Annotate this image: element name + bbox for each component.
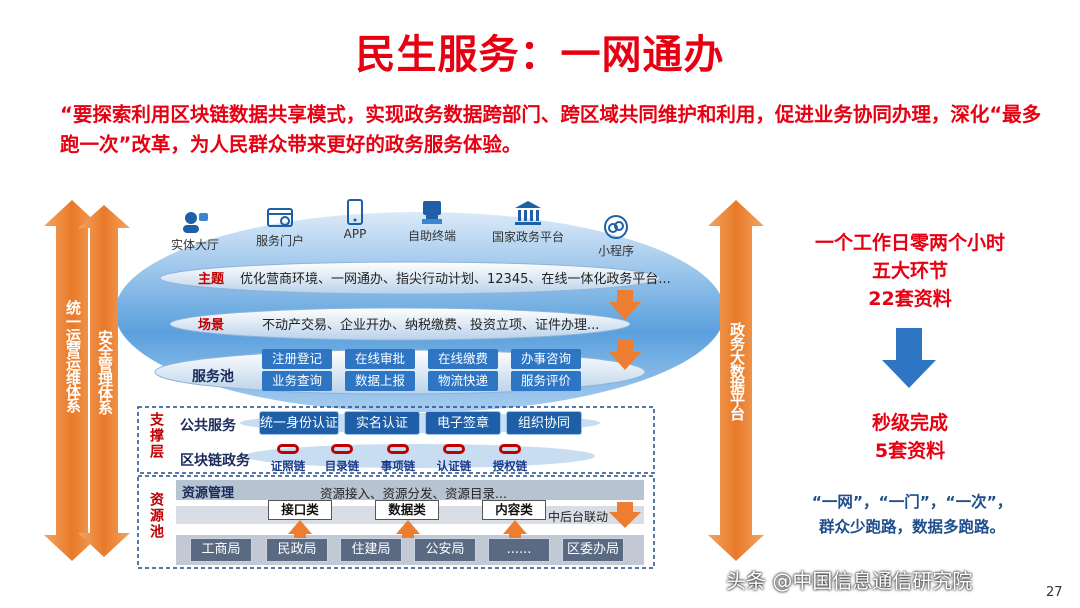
chain-item: 授权链: [488, 444, 532, 474]
slogan-line-2: 群众少跑路，数据多跑路。: [818, 518, 1005, 536]
public-service-item[interactable]: 电子签章: [425, 411, 501, 435]
scene-layer: [169, 307, 631, 341]
channel-mini-program: 小程序: [590, 214, 642, 259]
resource-type[interactable]: 接口类: [268, 500, 332, 520]
resource-type[interactable]: 数据类: [375, 500, 439, 520]
ops-arrow: [44, 200, 100, 561]
channel-kiosk: 自助终端: [402, 199, 462, 244]
security-system-label: 安全管理体系: [96, 330, 114, 414]
dept-box[interactable]: 住建局: [340, 538, 402, 562]
up-arrow-icon: [288, 520, 312, 538]
channel-portal: 服务门户: [247, 206, 313, 249]
slogan-line-1: “一网”，“一门”，“一次”，: [811, 493, 1013, 511]
theme-layer: [159, 261, 661, 295]
support-layer-label: 支撑层: [148, 412, 164, 460]
chain-link-icon: [443, 444, 465, 454]
blockchain-label: 区块链政务: [180, 453, 250, 469]
ops-system-label: 统一运营运维体系: [64, 300, 82, 412]
service-item[interactable]: 物流快递: [428, 371, 498, 391]
watermark: 头条 @中国信息通信研究院: [726, 569, 973, 593]
kiosk-icon: [422, 201, 442, 224]
public-service-item[interactable]: 统一身份认证: [259, 411, 339, 435]
dept-box[interactable]: 区委办局: [562, 538, 624, 562]
mini-program-icon: [604, 215, 628, 239]
up-arrow-icon: [503, 520, 527, 538]
dept-box[interactable]: 工商局: [190, 538, 252, 562]
bigdata-platform-label: 政务大数据平台: [728, 322, 746, 420]
after-docs: 5套资料: [874, 440, 946, 462]
before-time: 一个工作日零两个小时: [814, 232, 1005, 254]
chain-link-icon: [331, 444, 353, 454]
quote-text: “要探索利用区块链数据共享模式，实现政务数据跨部门、跨区域共同维护和利用，促进业…: [60, 103, 1042, 156]
bigdata-arrow: [708, 200, 764, 561]
page-title: 民生服务：一网通办: [355, 32, 725, 78]
resource-mgmt-text: 资源接入、资源分发、资源目录...: [320, 486, 507, 501]
scene-text: 不动产交易、企业开办、纳税缴费、投资立项、证件办理...: [262, 318, 600, 333]
channel-national-platform: 国家政务平台: [486, 200, 570, 245]
service-item[interactable]: 在线审批: [345, 349, 415, 369]
resource-pool-box: [137, 475, 655, 569]
security-arrow: [78, 205, 130, 557]
dept-box[interactable]: 公安局: [414, 538, 476, 562]
up-arrow-icon: [396, 520, 420, 538]
down-arrow-icon: [609, 290, 641, 320]
after-time: 秒级完成: [871, 412, 948, 434]
service-item[interactable]: 服务评价: [511, 371, 581, 391]
theme-label: 主题: [198, 272, 225, 287]
theme-text: 优化营商环境、一网通办、指尖行动计划、12345、在线一体化政务平台...: [240, 272, 671, 287]
down-arrow-icon: [609, 340, 641, 370]
dept-box[interactable]: 民政局: [266, 538, 328, 562]
chain-item: 目录链: [320, 444, 364, 474]
scene-label: 场景: [198, 318, 225, 333]
person-icon: [183, 212, 208, 233]
phone-icon: [347, 199, 363, 225]
public-service-item[interactable]: 组织协同: [506, 411, 582, 435]
service-item[interactable]: 业务查询: [262, 371, 332, 391]
before-docs: 22套资料: [868, 288, 952, 310]
chain-item: 证照链: [266, 444, 310, 474]
public-service-item[interactable]: 实名认证: [344, 411, 420, 435]
government-building-icon: [515, 201, 541, 225]
linkage-label: 中后台联动: [548, 510, 609, 524]
resource-mgmt-label: 资源管理: [182, 486, 235, 501]
service-item[interactable]: 办事咨询: [511, 349, 581, 369]
chain-item: 事项链: [376, 444, 420, 474]
channel-hall: 实体大厅: [165, 210, 225, 253]
down-arrow-icon: [609, 502, 641, 528]
service-item[interactable]: 注册登记: [262, 349, 332, 369]
reduce-arrow: [882, 328, 936, 388]
resource-pool-label: 资源池: [148, 492, 164, 540]
support-layer-box: [137, 406, 655, 474]
web-portal-icon: [267, 208, 293, 227]
chain-link-icon: [499, 444, 521, 454]
chain-item: 认证链: [432, 444, 476, 474]
public-service-label: 公共服务: [180, 418, 236, 434]
resource-type[interactable]: 内容类: [482, 500, 546, 520]
service-item[interactable]: 数据上报: [345, 371, 415, 391]
page-number: 27: [1046, 585, 1063, 600]
before-steps: 五大环节: [871, 260, 948, 282]
service-item[interactable]: 在线缴费: [428, 349, 498, 369]
chain-link-icon: [277, 444, 299, 454]
service-pool-label: 服务池: [192, 369, 234, 385]
channel-app: APP: [335, 199, 375, 241]
chain-link-icon: [387, 444, 409, 454]
dept-box[interactable]: ......: [488, 538, 550, 562]
